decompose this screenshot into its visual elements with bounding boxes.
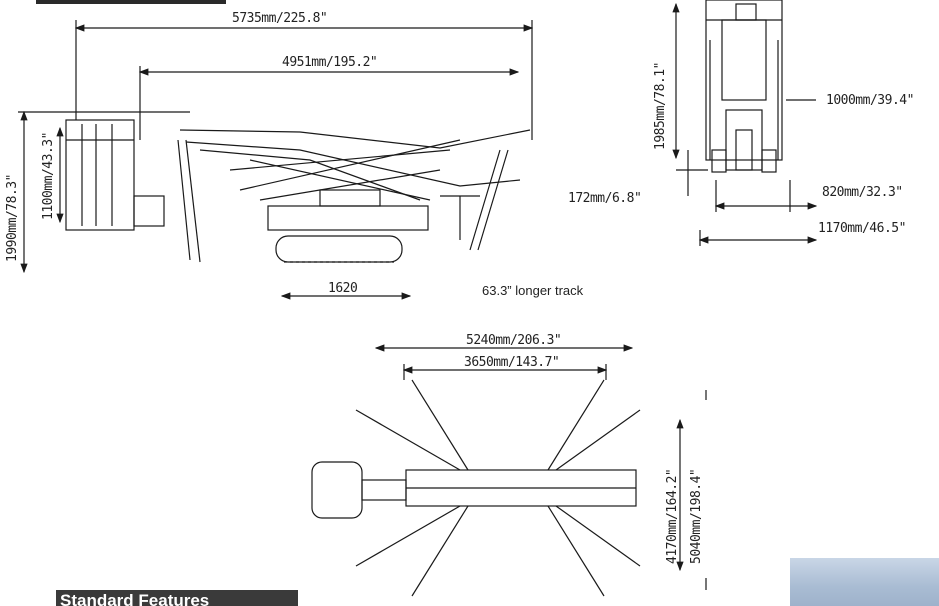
front-width-top-label: 1000mm/39.4" bbox=[826, 93, 914, 108]
front-height-label: 1985mm/78.1" bbox=[653, 62, 668, 150]
top-width-2-label: 5040mm/198.4" bbox=[689, 469, 704, 564]
front-view-drawing bbox=[672, 0, 818, 246]
side-basket-height-label: 1100mm/43.3" bbox=[41, 132, 56, 220]
side-overall-length-label: 5735mm/225.8" bbox=[232, 11, 327, 26]
side-length-2-label: 4951mm/195.2" bbox=[282, 55, 377, 70]
header-strip bbox=[36, 0, 226, 4]
side-track-length-label: 1620 bbox=[328, 281, 357, 296]
front-clearance-label: 172mm/6.8" bbox=[568, 191, 641, 206]
front-track-width-label: 820mm/32.3" bbox=[822, 185, 903, 200]
top-outrigger-span-label: 5240mm/206.3" bbox=[466, 333, 561, 348]
track-note: 63.3” longer track bbox=[482, 283, 584, 298]
product-photo-corner bbox=[790, 558, 939, 606]
side-view-drawing bbox=[18, 20, 534, 300]
section-banner: Standard Features bbox=[56, 590, 298, 606]
top-width-1-label: 4170mm/164.2" bbox=[665, 469, 680, 564]
front-overall-width-label: 1170mm/46.5" bbox=[818, 221, 906, 236]
top-outrigger-span-2-label: 3650mm/143.7" bbox=[464, 355, 559, 370]
side-height-label: 1990mm/78.3" bbox=[5, 174, 20, 262]
top-view-drawing bbox=[311, 344, 707, 597]
